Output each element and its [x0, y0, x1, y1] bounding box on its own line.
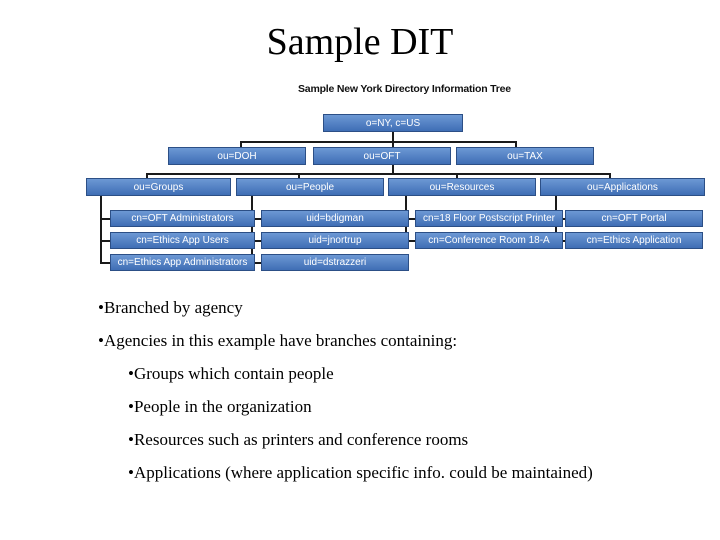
connector-branches-bar	[146, 173, 611, 175]
connector-people-spine	[251, 196, 253, 264]
node-group-ethics-app-users: cn=Ethics App Users	[110, 232, 255, 249]
connector-resources-2	[405, 240, 415, 242]
connector-groups-2	[100, 240, 110, 242]
slide-title: Sample DIT	[266, 21, 454, 63]
node-agency-tax: ou=TAX	[456, 147, 594, 165]
connector-people-2	[251, 240, 261, 242]
connector-groups-spine	[100, 196, 102, 264]
connector-agencies-bar	[240, 141, 515, 143]
node-application-ethics: cn=Ethics Application	[565, 232, 703, 249]
connector-resources	[456, 173, 458, 179]
bullet-people: •People in the organization	[128, 397, 312, 416]
node-application-oft-portal: cn=OFT Portal	[565, 210, 703, 227]
bullet-branched-by-agency: •Branched by agency	[98, 298, 243, 317]
connector-applications	[609, 173, 611, 179]
connector-resources-1	[405, 218, 415, 220]
connector-people	[298, 173, 300, 179]
node-group-ethics-app-administrators: cn=Ethics App Administrators	[110, 254, 255, 271]
node-resource-conference-room: cn=Conference Room 18-A	[415, 232, 563, 249]
node-branch-people: ou=People	[236, 178, 384, 196]
connector-tax	[515, 141, 517, 149]
node-branch-groups: ou=Groups	[86, 178, 231, 196]
connector-groups-1	[100, 218, 110, 220]
tree-title: Sample New York Directory Information Tr…	[298, 83, 511, 95]
bullet-groups: •Groups which contain people	[128, 364, 334, 383]
node-agency-doh: ou=DOH	[168, 147, 306, 165]
connector-groups-3	[100, 262, 110, 264]
node-branch-resources: ou=Resources	[388, 178, 536, 196]
connector-oft	[392, 141, 394, 149]
connector-oft-down	[392, 165, 394, 174]
node-person-dstrazzeri: uid=dstrazzeri	[261, 254, 409, 271]
connector-people-1	[251, 218, 261, 220]
node-person-jnortrup: uid=jnortrup	[261, 232, 409, 249]
connector-people-3	[251, 262, 261, 264]
node-branch-applications: ou=Applications	[540, 178, 705, 196]
connector-root-down	[392, 132, 394, 142]
node-group-oft-administrators: cn=OFT Administrators	[110, 210, 255, 227]
connector-groups	[146, 173, 148, 179]
bullet-resources: •Resources such as printers and conferen…	[128, 430, 469, 449]
node-agency-oft: ou=OFT	[313, 147, 451, 165]
node-root: o=NY, c=US	[323, 114, 463, 132]
bullet-applications: •Applications (where application specifi…	[128, 463, 593, 482]
node-resource-printer: cn=18 Floor Postscript Printer	[415, 210, 563, 227]
node-person-bdigman: uid=bdigman	[261, 210, 409, 227]
bullet-agencies-branches: •Agencies in this example have branches …	[98, 331, 458, 350]
connector-doh	[240, 141, 242, 149]
